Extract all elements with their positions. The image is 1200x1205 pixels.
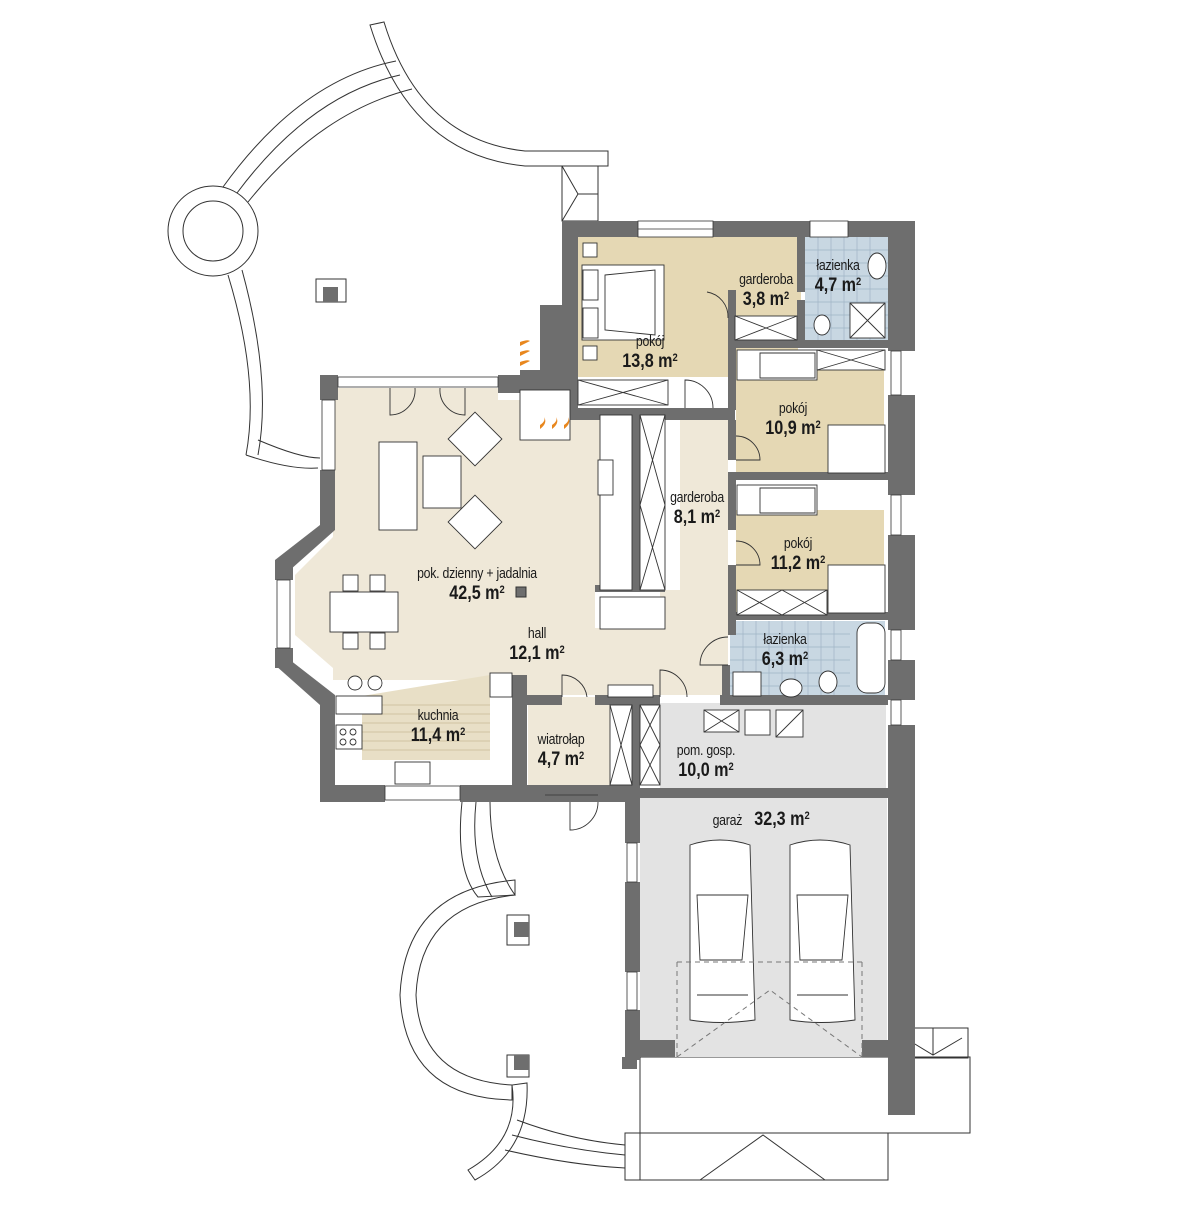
- room-name: pok. dzienny + jadalnia: [417, 565, 537, 582]
- garage-door-swing: [676, 961, 863, 1058]
- room-area: 10,0 m2: [678, 760, 734, 781]
- room-label-utility: pom. gosp. 10,0 m2: [670, 743, 741, 780]
- room-label-bedroom-2: pokój 10,9 m2: [760, 401, 825, 438]
- room-label-hall: hall 12,1 m2: [504, 626, 569, 663]
- room-label-wardrobe-small: garderoba 3,8 m2: [733, 272, 799, 309]
- room-area: 4,7 m2: [537, 749, 585, 770]
- room-name: garderoba: [739, 271, 793, 288]
- furniture: [329, 242, 887, 1023]
- pillar-bottom-2: [506, 1054, 530, 1078]
- room-label-living-dining: pok. dzienny + jadalnia 42,5 m2: [404, 566, 550, 603]
- room-name: wiatrołap: [537, 731, 585, 748]
- room-label-kitchen: kuchnia 11,4 m2: [406, 708, 470, 745]
- room-name: pokój: [635, 333, 665, 350]
- room-name: garderoba: [670, 489, 724, 506]
- floor-kitchen-strip: [362, 675, 490, 760]
- room-label-bedroom-master: pokój 13,8 m2: [617, 334, 682, 371]
- room-name: pokój: [778, 400, 808, 417]
- room-name: kuchnia: [417, 707, 459, 724]
- room-area: 42,5 m2: [449, 583, 505, 604]
- room-label-vestibule: wiatrołap 4,7 m2: [532, 732, 589, 769]
- room-name: łazienka: [816, 257, 860, 274]
- room-area: 6,3 m2: [761, 649, 809, 670]
- kitchen-floor-lines: [362, 704, 490, 751]
- room-name: hall: [527, 625, 547, 642]
- windows: [276, 220, 902, 1011]
- pillar-top: [315, 278, 347, 303]
- fireplace-icon: [520, 340, 570, 429]
- room-label-bathroom-upper: łazienka 4,7 m2: [811, 258, 866, 295]
- room-label-garage: garaż 32,3 m2: [707, 810, 816, 829]
- room-name: pokój: [783, 535, 813, 552]
- doors: [389, 291, 761, 831]
- room-name: łazienka: [763, 631, 807, 648]
- floor-vestibule: [528, 697, 613, 785]
- room-area: 12,1 m2: [509, 643, 565, 664]
- room-area: 11,2 m2: [770, 553, 826, 574]
- room-name: pom. gosp.: [676, 742, 736, 759]
- pillar-bottom-1: [506, 914, 530, 946]
- room-area: 32,3 m2: [754, 809, 810, 830]
- floor-wardrobe-small: [735, 237, 801, 317]
- room-label-bedroom-3: pokój 11,2 m2: [766, 536, 830, 573]
- room-name: garaż: [712, 812, 743, 829]
- pergola-terrace-top: [167, 21, 609, 469]
- room-area: 13,8 m2: [622, 351, 678, 372]
- room-area: 3,8 m2: [742, 289, 790, 310]
- bathroom-tiles: [730, 237, 888, 698]
- floor-utility: [660, 703, 886, 788]
- room-area: 10,9 m2: [765, 418, 821, 439]
- room-label-bathroom-lower: łazienka 6,3 m2: [758, 632, 813, 669]
- room-area: 8,1 m2: [673, 507, 721, 528]
- room-area: 11,4 m2: [410, 725, 466, 746]
- room-label-wardrobe-hall: garderoba 8,1 m2: [664, 490, 730, 527]
- walls: [275, 221, 915, 1115]
- chimney-vent: [515, 586, 527, 598]
- room-area: 4,7 m2: [814, 275, 862, 296]
